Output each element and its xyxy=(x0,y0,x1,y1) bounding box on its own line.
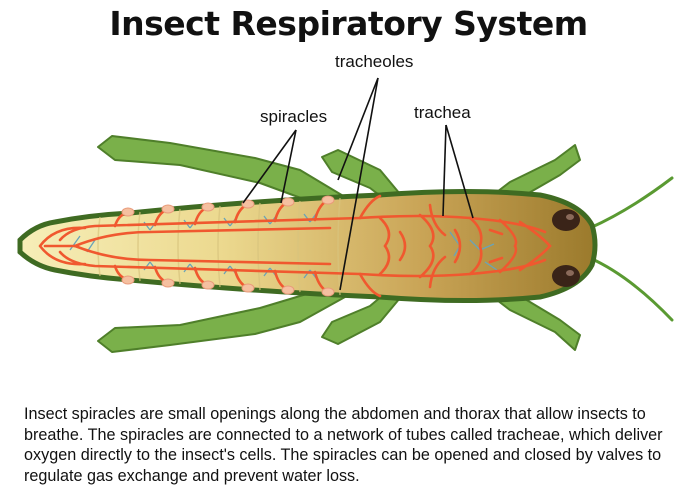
insect-body xyxy=(17,189,598,303)
eye-lower xyxy=(552,265,580,287)
spiracle xyxy=(241,283,255,293)
hind-leg-lower xyxy=(97,289,346,353)
abdomen-thorax xyxy=(17,189,598,303)
trachea-trunk-upper xyxy=(58,214,547,242)
trachea-trunk-lower xyxy=(58,250,547,278)
description-text: Insect spiracles are small openings alon… xyxy=(24,405,663,485)
spiracle xyxy=(161,278,175,288)
label-spiracles: spiracles xyxy=(260,107,327,126)
tracheoles-leader xyxy=(337,77,379,181)
spiracle xyxy=(321,195,335,205)
spiracles xyxy=(121,195,335,297)
antennae xyxy=(588,176,674,322)
spiracle xyxy=(321,287,335,297)
leader-lines xyxy=(242,77,474,291)
label-tracheoles: tracheoles xyxy=(335,52,413,71)
antenna-lower xyxy=(588,256,674,322)
spiracle xyxy=(121,207,135,217)
trachea-leader xyxy=(442,124,447,217)
trachea-network xyxy=(38,194,552,298)
antenna-upper xyxy=(588,176,674,230)
spiracle xyxy=(121,275,135,285)
eye-upper xyxy=(552,209,580,231)
label-trachea: trachea xyxy=(414,103,471,122)
spiracle xyxy=(241,199,255,209)
hind-leg-upper xyxy=(97,135,346,206)
spiracle xyxy=(201,202,215,212)
diagram-title: Insect Respiratory System xyxy=(109,4,588,43)
spiracle xyxy=(201,280,215,290)
spiracles-leader xyxy=(242,129,297,204)
spiracle xyxy=(281,285,295,295)
spiracle xyxy=(281,197,295,207)
spiracle xyxy=(161,204,175,214)
segment-lines xyxy=(97,197,341,296)
